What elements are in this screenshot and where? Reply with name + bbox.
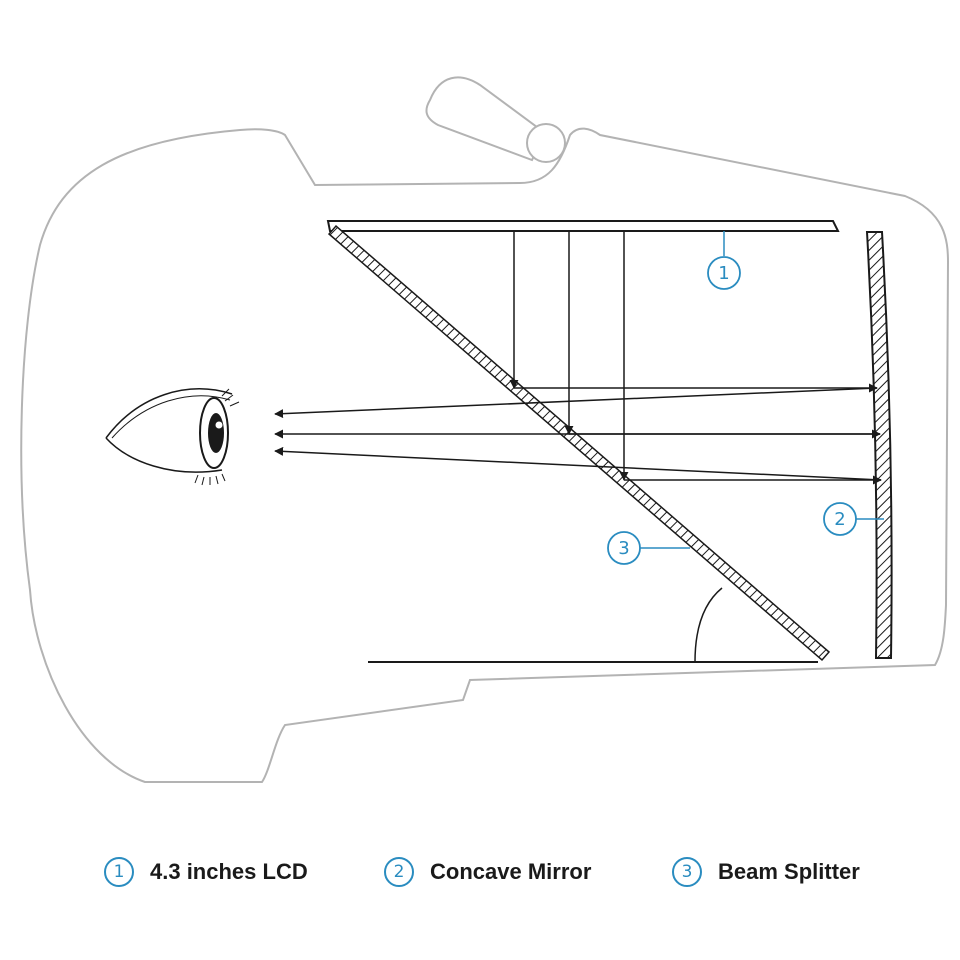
ray-to-eye-3	[274, 446, 882, 481]
legend-item-lcd: 1 4.3 inches LCD	[104, 848, 308, 896]
legend-label-mirror: Concave Mirror	[430, 859, 592, 884]
legend-item-splitter: 3 Beam Splitter	[672, 848, 860, 896]
legend-number-1: 1	[104, 857, 134, 887]
callout-number-1: 1	[718, 263, 729, 284]
legend-label-lcd: 4.3 inches LCD	[150, 859, 308, 884]
eye-icon	[105, 388, 240, 486]
device-housing-outline	[20, 127, 950, 783]
concave-mirror	[865, 231, 893, 659]
beam-splitter	[327, 224, 831, 662]
legend: 1 4.3 inches LCD 2 Concave Mirror 3 Beam…	[0, 848, 960, 896]
device-knob-outline	[526, 123, 566, 163]
callout-number-2: 2	[834, 509, 845, 530]
lcd-panel	[326, 220, 840, 232]
callout-circle-1	[707, 256, 741, 290]
callout-number-3: 3	[618, 538, 629, 559]
legend-item-mirror: 2 Concave Mirror	[384, 848, 591, 896]
legend-number-3: 3	[672, 857, 702, 887]
callout-circle-3	[607, 531, 641, 565]
callout-circle-2	[823, 502, 857, 536]
angle-arc	[694, 587, 723, 663]
legend-number-2: 2	[384, 857, 414, 887]
legend-label-splitter: Beam Splitter	[718, 859, 860, 884]
ray-to-eye-1	[274, 387, 878, 419]
